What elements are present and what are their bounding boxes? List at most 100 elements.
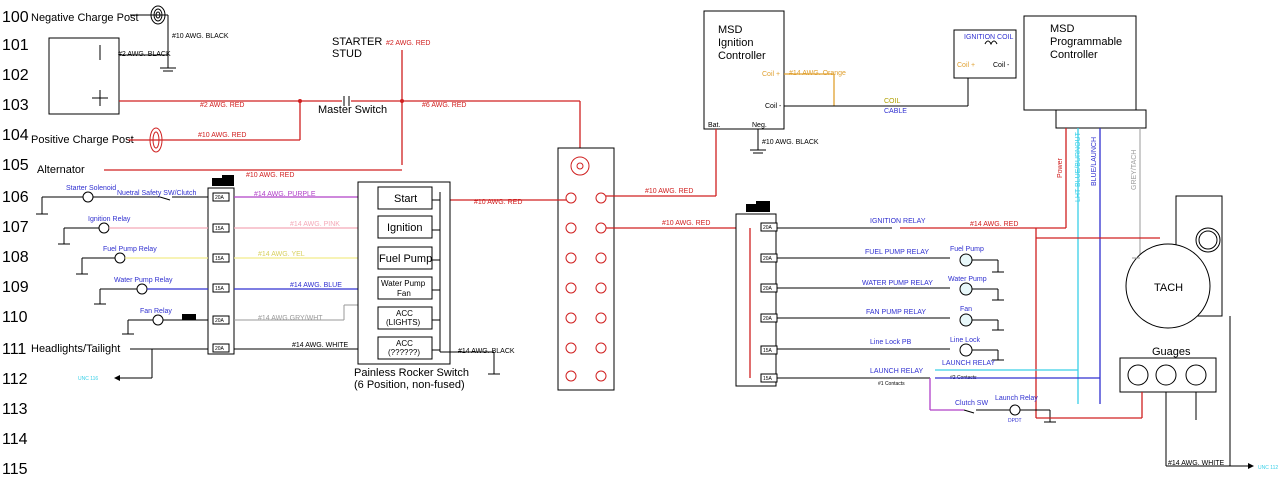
- ignition-coil: IGNITION COIL Coil + Coil -: [953, 29, 1017, 106]
- rocker-label: Ignition: [387, 222, 422, 234]
- fuse-label: 20A: [215, 346, 225, 352]
- msd-ignition-controller: MSD Ignition Controller Bat. Neg. Coil +…: [703, 10, 968, 196]
- relay-label: LAUNCH RELAY: [870, 368, 923, 375]
- label: Coil +: [762, 71, 780, 78]
- wire-label: #10 AWG. RED: [474, 199, 522, 206]
- device-label: Fan: [960, 306, 972, 313]
- wire-label: #14 AWG. BLUE: [290, 282, 342, 289]
- rocker-switch-panel: Start Ignition Fuel Pump Water Pump Fan …: [354, 181, 515, 391]
- label: COIL: [884, 98, 900, 105]
- master-switch: STARTER STUD #2 AWG. RED Master Switch #…: [298, 36, 581, 165]
- label: Ignition: [718, 37, 753, 49]
- label: Clutch SW: [955, 400, 988, 407]
- label: Guages: [1152, 346, 1191, 358]
- wire-label: #14 AWG.GRY/WHT: [258, 315, 323, 322]
- junction-block: #10 AWG. RED #10 AWG. RED #10 AWG. RED: [450, 147, 750, 391]
- line-number: 103: [2, 97, 29, 114]
- right-fuse-block: 20A 20A 20A 20A 15A 15A: [735, 201, 778, 387]
- wire-label: #2 AWG. BLACK: [118, 51, 171, 58]
- label: Controller: [1050, 49, 1098, 61]
- fuse-label: 15A: [763, 376, 773, 382]
- line-number: 108: [2, 249, 29, 266]
- svg-text:(LIGHTS): (LIGHTS): [386, 318, 421, 327]
- caption: Painless Rocker Switch: [354, 367, 469, 379]
- svg-text:ACC: ACC: [396, 339, 413, 348]
- device-label: Fan Relay: [140, 308, 172, 315]
- wire-label: #14 AWG. PINK: [290, 221, 340, 228]
- line-number: 109: [2, 279, 29, 296]
- relay-label: WATER PUMP RELAY: [862, 280, 933, 287]
- label: UNC 116: [78, 376, 98, 382]
- device-label: Ignition Relay: [88, 216, 131, 223]
- line-number: 112: [2, 371, 28, 388]
- label: Power: [1057, 157, 1064, 178]
- label: LHT BLUE/BURNOUT: [1075, 131, 1082, 202]
- line-number: 110: [2, 309, 28, 326]
- relay-label: FAN PUMP RELAY: [866, 309, 926, 316]
- wire-label: #10 AWG. BLACK: [172, 33, 229, 40]
- device-label: Fuel Pump Relay: [103, 246, 157, 253]
- wire-label: #10 AWG. BLACK: [762, 139, 819, 146]
- fuse-label: 20A: [763, 286, 773, 292]
- label: BLUE/LAUNCH: [1091, 137, 1098, 186]
- wire-label: #10 AWG. RED: [246, 172, 294, 179]
- label: DPDT: [1008, 418, 1022, 424]
- label: Bat.: [708, 122, 721, 129]
- relay-label: Line Lock PB: [870, 339, 912, 346]
- relay-label: FUEL PUMP RELAY: [865, 249, 929, 256]
- line-number: 111: [2, 341, 26, 358]
- wire-label: #14 AWG. WHITE: [292, 342, 348, 349]
- svg-text:Water Pump: Water Pump: [381, 279, 426, 288]
- wire-label: #2 AWG. RED: [386, 40, 430, 47]
- label: Positive Charge Post: [31, 134, 134, 146]
- label: #1 Contacts: [878, 381, 905, 387]
- label: MSD: [718, 24, 743, 36]
- device-label: LAUNCH RELAY: [942, 360, 995, 367]
- switch-label: Nuetral Safety SW/Clutch: [117, 190, 196, 197]
- line-number: 107: [2, 219, 29, 236]
- label: Alternator: [37, 164, 85, 176]
- line-number: 114: [2, 431, 28, 448]
- device-label: Water Pump: [948, 276, 987, 283]
- fuse-label: 20A: [763, 316, 773, 322]
- line-number: 102: [2, 67, 29, 84]
- wire-label: #14 AWG. PURPLE: [254, 191, 316, 198]
- rocker-label: Start: [394, 193, 417, 205]
- wire-label: #10 AWG. RED: [198, 132, 246, 139]
- line-number: 100: [2, 9, 29, 26]
- wire-label: #6 AWG. RED: [422, 102, 466, 109]
- left-devices: Starter Solenoid Nuetral Safety SW/Clutc…: [31, 185, 378, 382]
- wire-label: #10 AWG. RED: [662, 220, 710, 227]
- line-number: 105: [2, 157, 29, 174]
- wire-label: #14 AWG. YEL: [258, 251, 305, 258]
- wire-label: #10 AWG. RED: [645, 188, 693, 195]
- line-number: 106: [2, 189, 29, 206]
- alternator: Alternator #10 AWG. RED: [37, 164, 402, 179]
- label: STARTER: [332, 36, 382, 48]
- label: Neg.: [752, 122, 767, 129]
- label: IGNITION COIL: [964, 34, 1014, 41]
- line-number: 115: [2, 461, 28, 477]
- battery: #2 AWG. BLACK #2 AWG. RED: [48, 37, 300, 115]
- label: UNC 112: [1258, 465, 1278, 471]
- fuse-label: 15A: [215, 286, 225, 292]
- label: Master Switch: [318, 104, 387, 116]
- line-numbers: 100 101 102 103 104 105 106 107 108 109 …: [2, 9, 29, 477]
- fuse-label: 20A: [215, 318, 225, 324]
- label: Coil -: [765, 103, 782, 110]
- svg-text:(??????): (??????): [388, 348, 420, 357]
- device-label: Line Lock: [950, 337, 980, 344]
- label: Headlights/Tailight: [31, 343, 120, 355]
- svg-text:Fan: Fan: [397, 289, 411, 298]
- rocker-label: Fuel Pump: [379, 253, 432, 265]
- positive-charge-post: Positive Charge Post #10 AWG. RED: [31, 127, 300, 153]
- label: Coil +: [957, 62, 975, 69]
- msd-programmable-controller: MSD Programmable Controller Power LHT BL…: [1023, 15, 1147, 404]
- right-relays: IGNITION RELAY #14 AWG. RED FUEL PUMP RE…: [777, 218, 1160, 424]
- wire-label: #14 AWG. RED: [970, 221, 1018, 228]
- wire-label: #2 AWG. RED: [200, 102, 244, 109]
- label: GREY/TACH: [1131, 150, 1138, 190]
- fuse-label: 20A: [763, 225, 773, 231]
- fuse-label: 15A: [763, 348, 773, 354]
